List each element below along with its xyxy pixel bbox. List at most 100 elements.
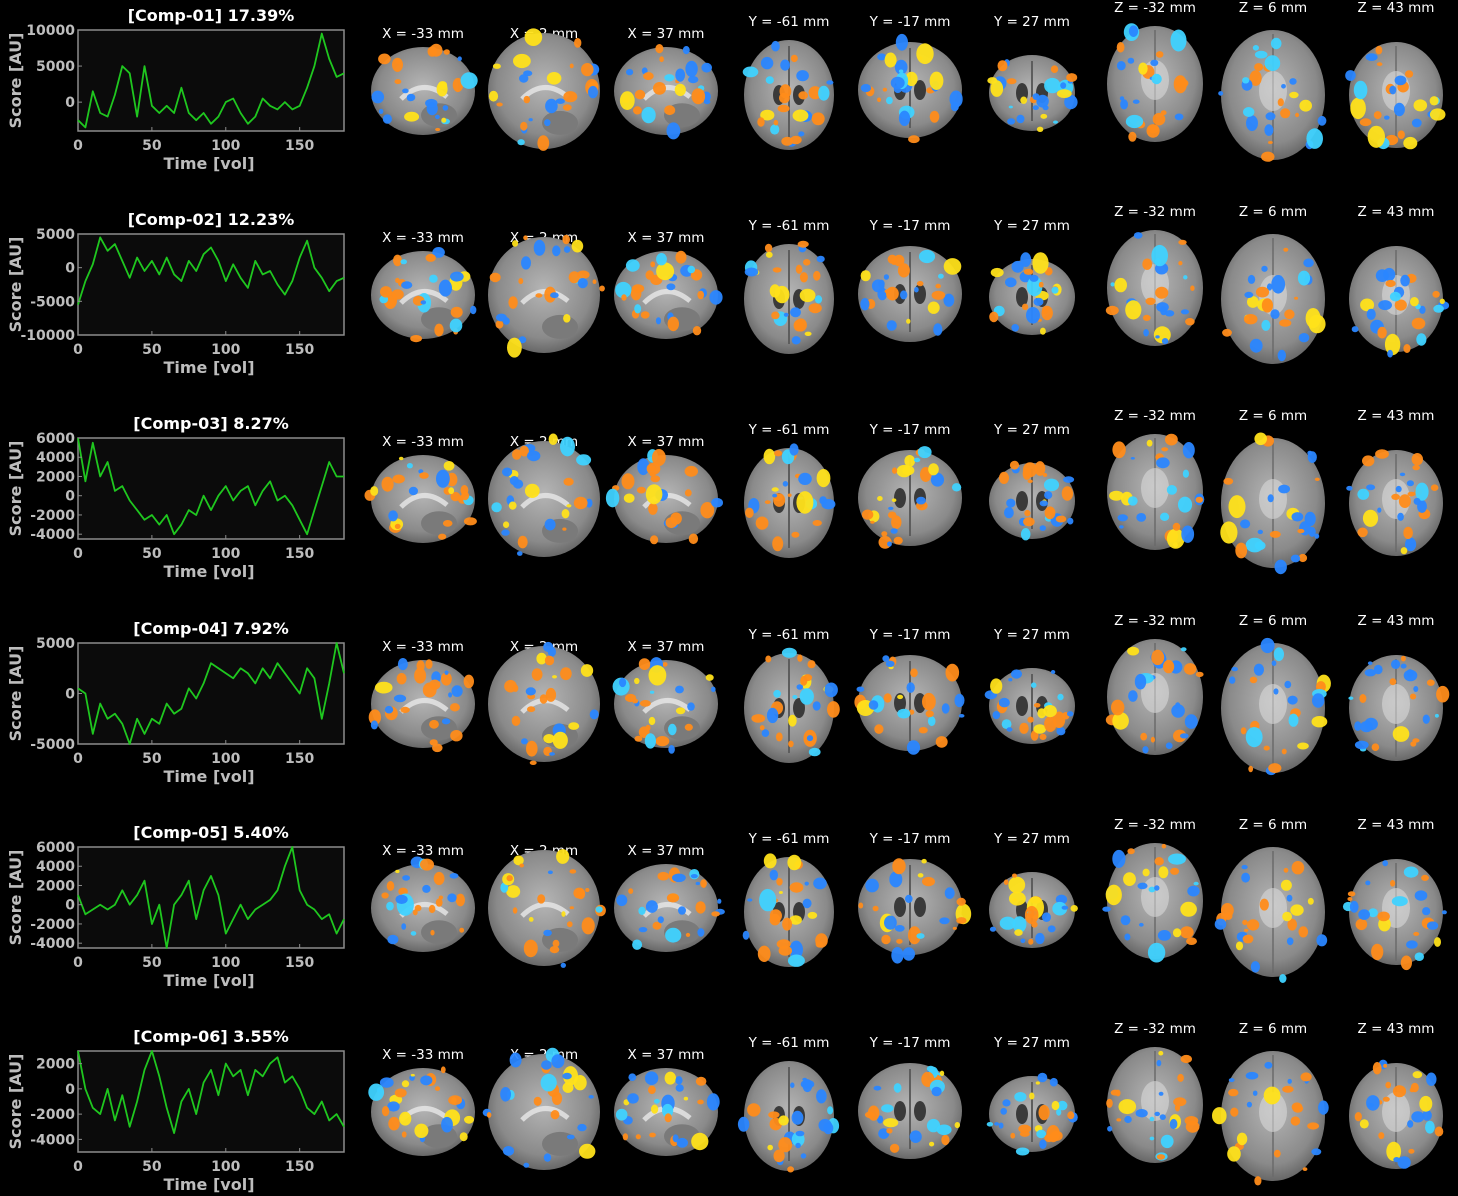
negative-activation-blob bbox=[1011, 668, 1022, 679]
positive-activation-blob bbox=[956, 897, 966, 906]
slice-label: X = -33 mm bbox=[382, 638, 464, 655]
negative-activation-blob bbox=[933, 323, 943, 336]
negative-activation-blob bbox=[382, 114, 392, 124]
negative-activation-blob bbox=[1298, 333, 1310, 343]
brain-slice bbox=[612, 656, 718, 754]
negative-activation-blob bbox=[1373, 664, 1383, 674]
negative-activation-blob bbox=[1180, 732, 1189, 739]
negative-activation-blob bbox=[787, 954, 805, 967]
negative-activation-blob bbox=[1156, 1059, 1162, 1067]
negative-activation-blob bbox=[406, 463, 413, 469]
slice-label: Y = 27 mm bbox=[994, 14, 1070, 30]
negative-activation-blob bbox=[449, 872, 459, 879]
negative-activation-blob bbox=[799, 687, 814, 705]
positive-activation-blob bbox=[700, 502, 715, 519]
positive-activation-blob bbox=[1042, 306, 1049, 315]
positive-activation-blob bbox=[511, 715, 521, 726]
x-tick-label: 50 bbox=[142, 138, 162, 154]
positive-activation-blob bbox=[787, 854, 802, 871]
positive-activation-blob bbox=[1429, 96, 1439, 106]
brain-slice bbox=[989, 252, 1075, 336]
positive-activation-blob bbox=[1269, 531, 1281, 539]
positive-activation-blob bbox=[507, 337, 522, 358]
positive-activation-blob bbox=[450, 492, 461, 502]
slice-label: Y = 27 mm bbox=[994, 218, 1070, 235]
positive-activation-blob bbox=[808, 303, 822, 314]
positive-activation-blob bbox=[1195, 671, 1204, 677]
y-tick-label: -4000 bbox=[30, 528, 75, 544]
positive-activation-blob bbox=[1009, 891, 1026, 906]
brain-slice bbox=[1221, 637, 1331, 775]
negative-activation-blob bbox=[1020, 528, 1031, 541]
positive-activation-blob bbox=[1436, 685, 1450, 703]
positive-activation-blob bbox=[1236, 1132, 1248, 1146]
positive-activation-blob bbox=[549, 945, 560, 953]
negative-activation-blob bbox=[605, 489, 620, 508]
negative-activation-blob bbox=[502, 467, 513, 477]
negative-activation-blob bbox=[1124, 1115, 1132, 1124]
negative-activation-blob bbox=[1378, 300, 1392, 311]
x-axis-label: Time [vol] bbox=[163, 562, 254, 581]
positive-activation-blob bbox=[670, 512, 682, 525]
positive-activation-blob bbox=[442, 520, 453, 528]
negative-activation-blob bbox=[1414, 952, 1424, 961]
x-tick-label: 150 bbox=[285, 342, 314, 358]
negative-activation-blob bbox=[1193, 881, 1199, 886]
positive-activation-blob bbox=[772, 267, 782, 273]
negative-activation-blob bbox=[885, 660, 895, 667]
positive-activation-blob bbox=[1434, 1126, 1444, 1137]
series-line bbox=[77, 845, 345, 949]
negative-activation-blob bbox=[436, 470, 450, 489]
positive-activation-blob bbox=[1161, 447, 1169, 452]
negative-activation-blob bbox=[1168, 853, 1186, 865]
positive-activation-blob bbox=[1367, 125, 1385, 148]
negative-activation-blob bbox=[819, 496, 827, 505]
negative-activation-blob bbox=[1117, 514, 1128, 522]
negative-activation-blob bbox=[395, 894, 408, 904]
x-tick-label: 0 bbox=[73, 138, 83, 154]
positive-activation-blob bbox=[1056, 89, 1072, 98]
negative-activation-blob bbox=[1182, 469, 1189, 479]
negative-activation-blob bbox=[1120, 914, 1131, 925]
positive-activation-blob bbox=[1280, 879, 1292, 891]
positive-activation-blob bbox=[492, 63, 501, 69]
negative-activation-blob bbox=[577, 278, 588, 289]
positive-activation-blob bbox=[778, 1115, 789, 1126]
positive-activation-blob bbox=[1277, 98, 1284, 107]
positive-activation-blob bbox=[1055, 515, 1067, 523]
negative-activation-blob bbox=[1384, 115, 1390, 120]
positive-activation-blob bbox=[1172, 523, 1181, 532]
y-tick-label: 5000 bbox=[36, 636, 75, 652]
negative-activation-blob bbox=[1011, 324, 1019, 332]
positive-activation-blob bbox=[931, 290, 946, 301]
positive-activation-blob bbox=[1070, 904, 1078, 912]
negative-activation-blob bbox=[386, 901, 394, 911]
positive-activation-blob bbox=[1145, 297, 1156, 306]
negative-activation-blob bbox=[450, 271, 464, 282]
positive-activation-blob bbox=[765, 655, 772, 663]
positive-activation-blob bbox=[539, 693, 548, 704]
brain-slice bbox=[742, 40, 834, 150]
x-tick-label: 100 bbox=[211, 1159, 240, 1175]
negative-activation-blob bbox=[1375, 269, 1389, 283]
negative-activation-blob bbox=[418, 469, 424, 474]
negative-activation-blob bbox=[761, 728, 770, 737]
slice-label: Z = -32 mm bbox=[1114, 816, 1196, 833]
positive-activation-blob bbox=[1173, 729, 1187, 742]
positive-activation-blob bbox=[1042, 473, 1048, 478]
positive-activation-blob bbox=[648, 716, 656, 725]
negative-activation-blob bbox=[676, 1137, 688, 1148]
negative-activation-blob bbox=[860, 84, 872, 93]
slice-label: Z = 43 mm bbox=[1357, 408, 1435, 425]
positive-activation-blob bbox=[1390, 879, 1396, 887]
positive-activation-blob bbox=[1180, 1054, 1192, 1064]
negative-activation-blob bbox=[1057, 1100, 1068, 1111]
negative-activation-blob bbox=[654, 1098, 660, 1104]
negative-activation-blob bbox=[1346, 486, 1353, 492]
negative-activation-blob bbox=[1020, 252, 1032, 268]
positive-activation-blob bbox=[675, 706, 686, 714]
positive-activation-blob bbox=[569, 906, 574, 910]
positive-activation-blob bbox=[872, 905, 879, 912]
negative-activation-blob bbox=[1184, 713, 1198, 729]
negative-activation-blob bbox=[895, 33, 908, 51]
